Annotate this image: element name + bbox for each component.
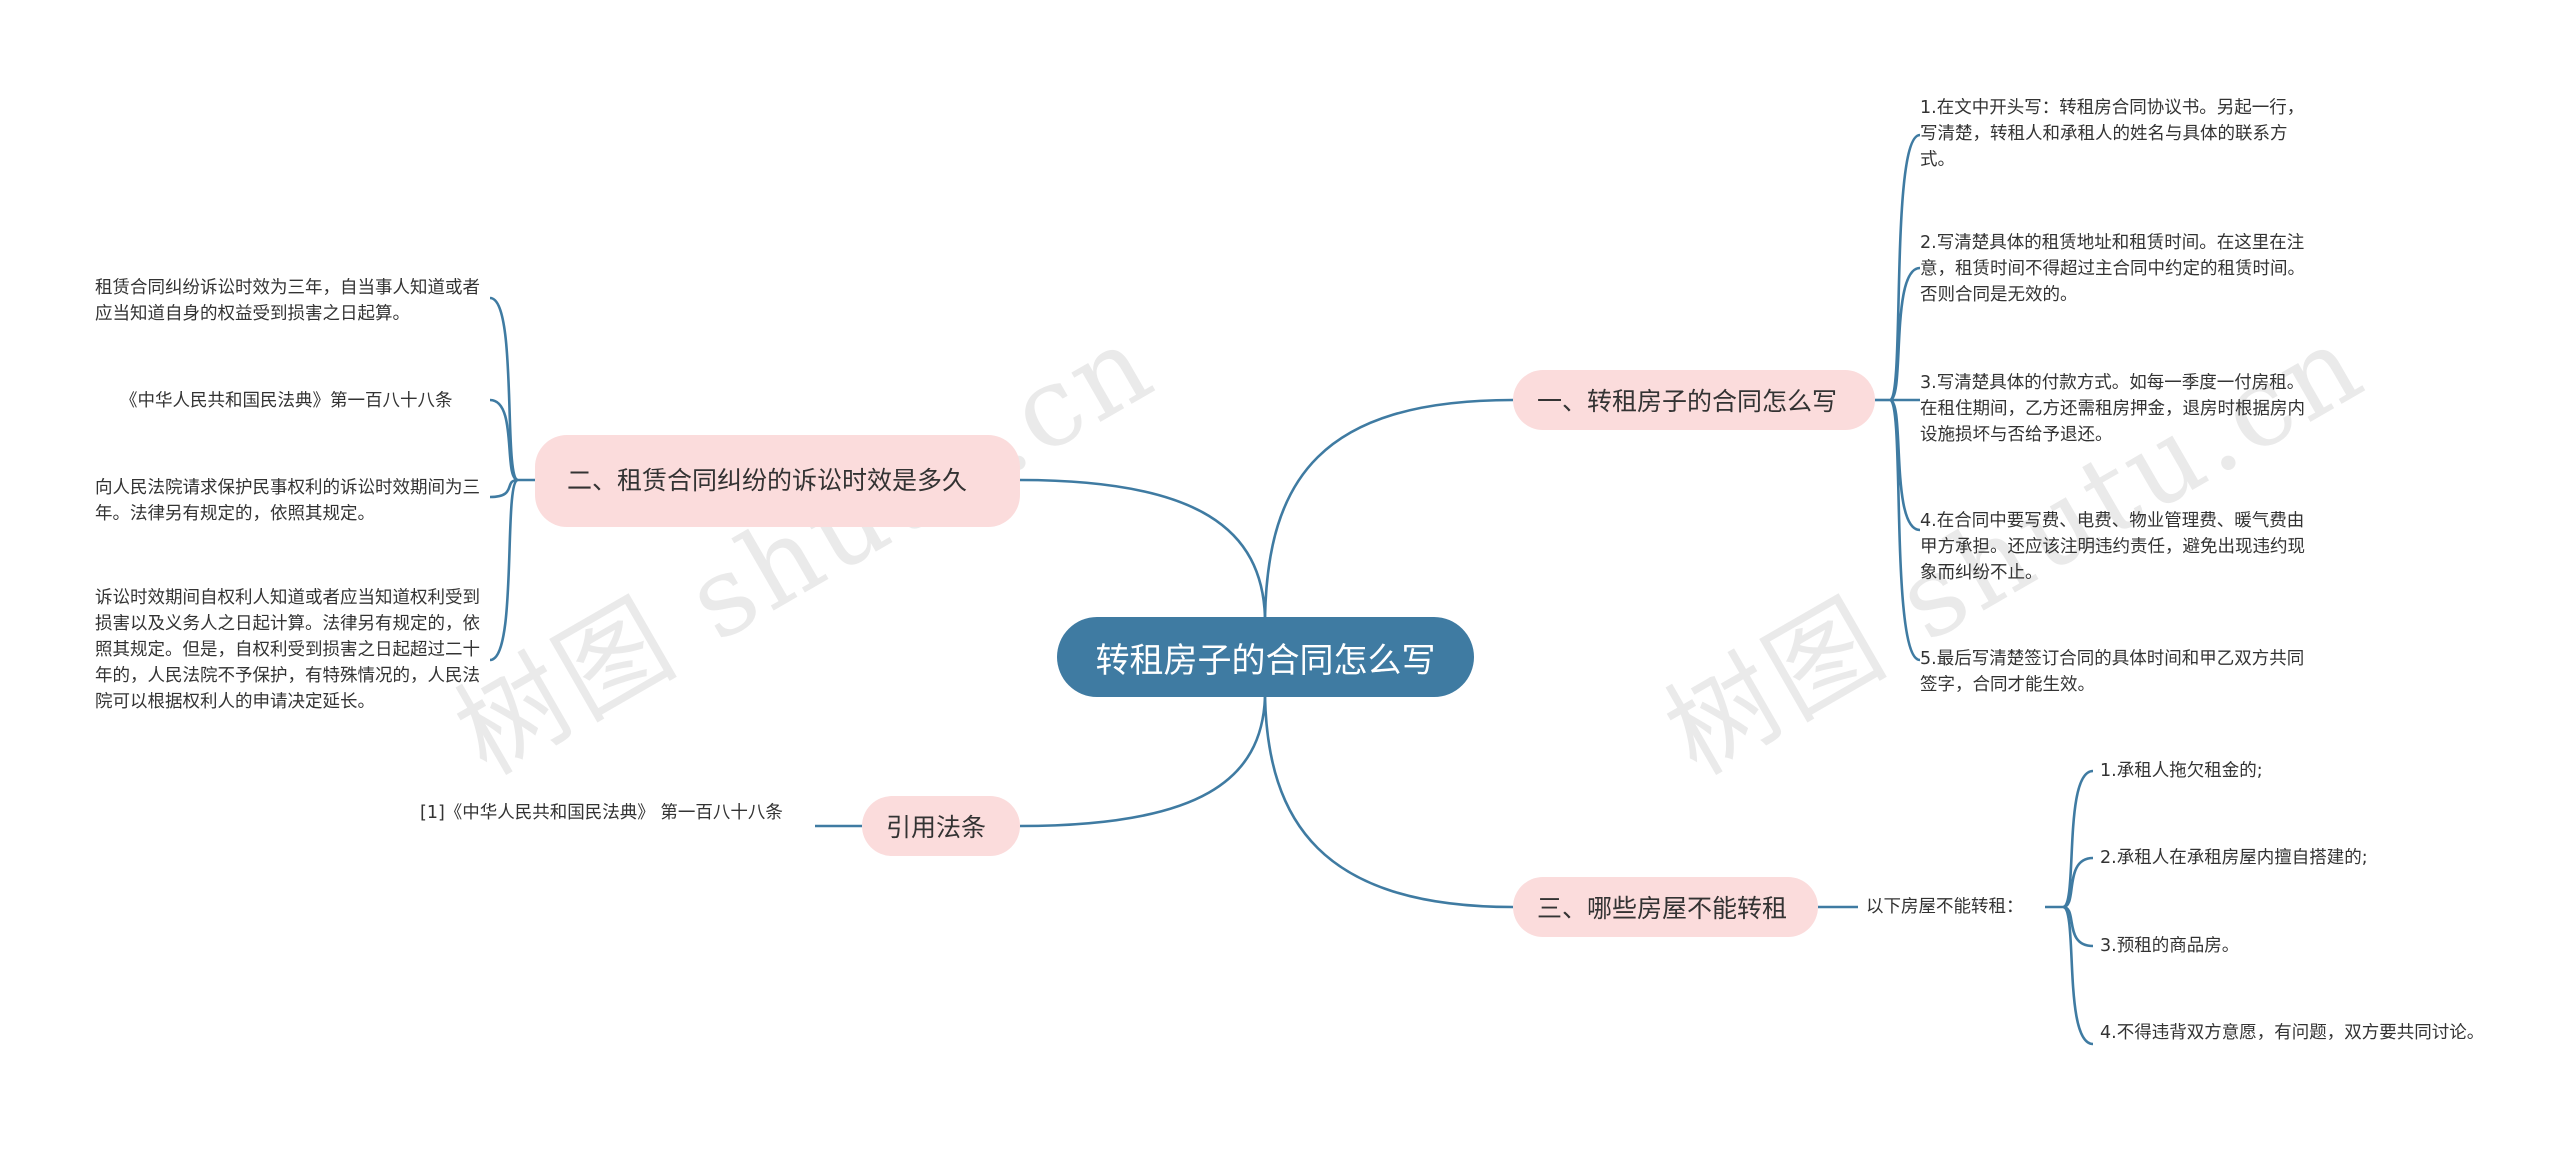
connector-root-b1 [1263,398,1514,618]
b3-item-1: 1.承租人拖欠租金的; [2100,761,2263,781]
b1-item-5: 5.最后写清楚签订合同的具体时间和甲乙双方共同签字，合同才能生效。 [1920,649,2305,695]
connector-sub-item2 [2062,856,2094,909]
connector-b1-item5 [1888,398,1921,662]
b1-item-1: 1.在文中开头写：转租房合同协议书。另起一行，写清楚，转租人和承租人的姓名与具体… [1920,98,2305,170]
connector-b2-item1 [489,296,520,482]
connector-root-b2 [1019,478,1267,618]
b3-item-4: 4.不得违背双方意愿，有问题，双方要共同讨论。 [2100,1023,2485,1043]
b4-item-1: [1]《中华人民共和国民法典》 第一百八十八条 [420,803,783,823]
b3-item-3: 3.预租的商品房。 [2100,936,2240,956]
branch-contract-writing[interactable]: 一、转租房子的合同怎么写 [1513,370,1875,430]
connector-b2-item4 [489,478,520,662]
branch-statute-of-limitations[interactable]: 二、租赁合同纠纷的诉讼时效是多久 [535,435,1020,527]
b2-item-2: 《中华人民共和国民法典》第一百八十八条 [120,391,453,411]
b3-subheading: 以下房屋不能转租： [1866,897,2024,917]
connector-b1-item1 [1888,133,1921,402]
b3-item-2: 2.承租人在承租房屋内擅自搭建的; [2100,848,2368,868]
branch-cited-law[interactable]: 引用法条 [862,796,1020,856]
b2-item-3: 向人民法院请求保护民事权利的诉讼时效期间为三年。法律另有规定的，依照其规定。 [95,478,480,524]
connector-sub-item1 [2062,769,2094,909]
b1-item-4: 4.在合同中要写费、电费、物业管理费、暖气费由甲方承担。还应该注明违约责任，避免… [1920,511,2305,583]
b1-item-2: 2.写清楚具体的租赁地址和租赁时间。在这里在注意，租赁时间不得超过主合同中约定的… [1920,233,2305,305]
connector-b2-item3 [489,478,519,499]
connector-b2-item2 [489,398,519,482]
connector-root-b4 [1019,696,1267,828]
connector-b1-item2 [1889,266,1921,402]
connector-root-b3 [1263,696,1514,909]
b1-item-3: 3.写清楚具体的付款方式。如每一季度一付房租。在租住期间，乙方还需租房押金，退房… [1920,373,2305,445]
branch-non-sublettable-houses[interactable]: 三、哪些房屋不能转租 [1513,877,1818,937]
b2-item-4: 诉讼时效期间自权利人知道或者应当知道权利受到损害以及义务人之日起计算。法律另有规… [95,588,480,712]
b2-item-1: 租赁合同纠纷诉讼时效为三年，自当事人知道或者应当知道自身的权益受到损害之日起算。 [95,278,480,324]
connector-sub-item4 [2062,905,2094,1046]
connector-sub-item3 [2062,905,2094,948]
root-topic[interactable]: 转租房子的合同怎么写 [1057,617,1474,697]
